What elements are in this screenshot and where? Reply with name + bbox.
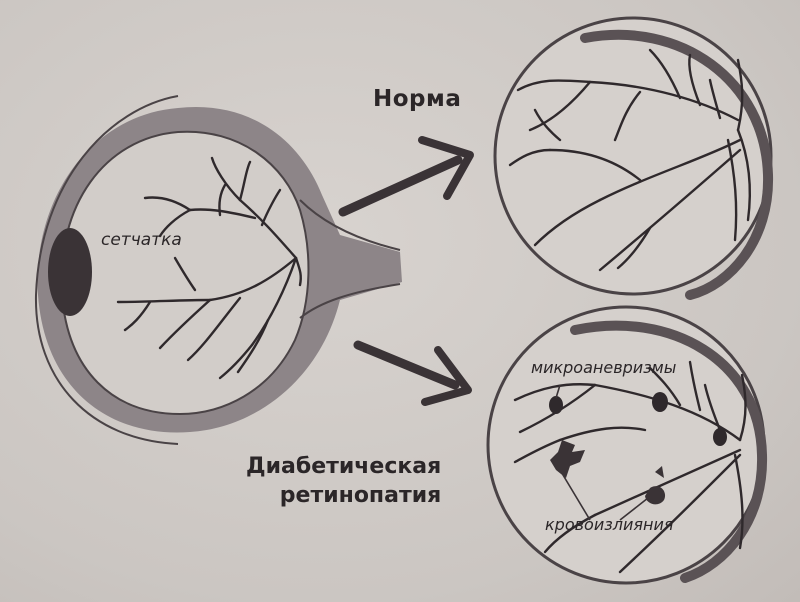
hemorrhage-blot <box>645 486 666 505</box>
arrows <box>338 136 474 406</box>
microaneurysm-dot <box>713 428 727 446</box>
dr-fundus <box>486 305 768 585</box>
microaneurysm-dot <box>549 396 563 414</box>
retina-vessels <box>116 156 302 380</box>
arrow-to-normal <box>338 155 463 217</box>
normal-fundus <box>493 16 774 300</box>
pointer-lines <box>555 384 649 521</box>
hemorrhage-blot <box>550 440 585 478</box>
label-diabetic-line1: Диабетическая <box>246 454 442 479</box>
hemorrhages <box>550 440 666 505</box>
hemorrhage-blot <box>655 466 664 478</box>
label-diabetic-retinopathy: Диабетическая ретинопатия <box>246 452 441 510</box>
normal-fundus-rim <box>580 29 774 300</box>
label-diabetic-line2: ретинопатия <box>279 483 442 508</box>
arrow-to-normal-head <box>418 136 474 200</box>
label-retina: сетчатка <box>101 230 182 250</box>
microaneurysms <box>549 392 727 446</box>
lens <box>48 228 92 316</box>
optic-nerve-bottom <box>299 283 401 319</box>
dr-fundus-vessels <box>513 360 747 574</box>
optic-nerve-top <box>299 199 401 251</box>
label-microaneurysms: микроаневризмы <box>531 358 677 377</box>
cornea-line <box>34 95 179 445</box>
normal-fundus-vessels <box>508 48 752 272</box>
arrow-to-dr-head <box>421 346 472 406</box>
arrow-to-dr <box>353 340 460 390</box>
dr-fundus-rim <box>570 320 768 583</box>
label-normal: Норма <box>373 86 462 112</box>
label-hemorrhages: кровоизлияния <box>545 515 674 534</box>
eye-cross-section <box>34 95 402 445</box>
microaneurysm-dot <box>652 392 668 412</box>
